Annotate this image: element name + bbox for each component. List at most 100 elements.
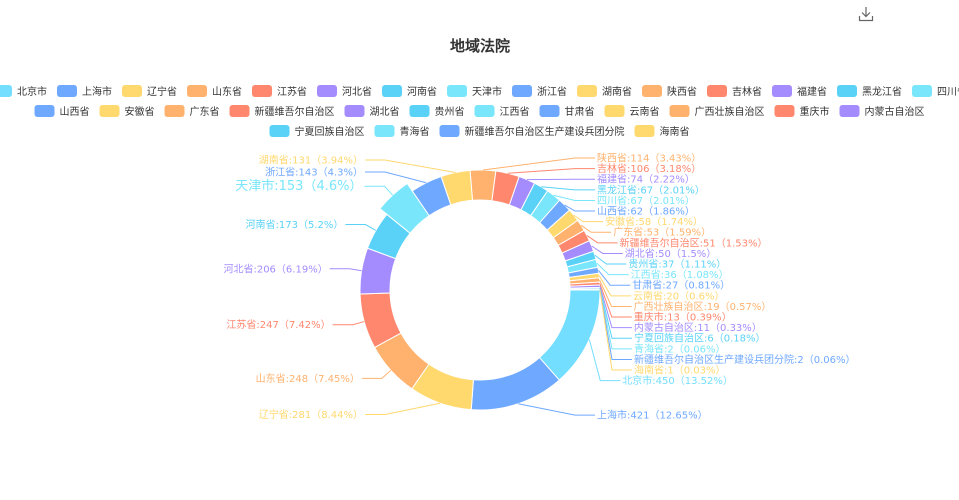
pie-slice[interactable] (538, 289, 601, 381)
leader-line (596, 262, 629, 276)
slice-label-value: 19 (707, 302, 720, 313)
legend-item[interactable]: 江西省 (474, 105, 530, 118)
pie-slice[interactable] (469, 169, 497, 202)
slice-label-pct-open: （ (678, 280, 688, 292)
legend-label: 河南省 (407, 85, 437, 98)
legend-label: 海南省 (660, 125, 690, 138)
slice-label-value: 248 (289, 374, 308, 385)
leader-line (365, 159, 456, 174)
legend-item[interactable]: 云南省 (604, 105, 660, 118)
legend-item[interactable]: 四川省 (912, 85, 959, 98)
slice-label-value: 20 (666, 291, 679, 302)
slice-label-pct-close: ） (685, 195, 695, 207)
slice-label-name: 四川省 (597, 194, 627, 207)
leader-line (599, 288, 632, 350)
slice-label-name: 江西省 (631, 268, 661, 281)
pie-slice[interactable] (470, 356, 560, 411)
legend-swatch (374, 125, 395, 137)
legend-item[interactable]: 海南省 (634, 125, 690, 138)
legend-item[interactable]: 江苏省 (252, 85, 307, 98)
slice-label-separator: : (627, 164, 630, 175)
legend-item[interactable]: 天津市 (447, 85, 502, 98)
legend-swatch (57, 85, 77, 97)
legend-item[interactable]: 贵州省 (409, 105, 465, 118)
slice-label-pct-close: ） (722, 312, 732, 324)
slice-label: 新疆维吾尔自治区生产建设兵团分院:2（0.06%） (634, 353, 856, 366)
slice-label-value: 50 (658, 249, 671, 260)
legend-label: 河北省 (342, 85, 372, 98)
slice-label: 辽宁省:281（8.44%） (259, 408, 363, 421)
slice-label-name: 甘肃省 (632, 279, 662, 292)
legend-item[interactable]: 浙江省 (512, 85, 567, 98)
slice-label-pct-open: （ (311, 409, 321, 421)
slice-label-name: 河北省 (223, 262, 253, 275)
slice-label-separator: : (627, 175, 630, 186)
legend-swatch (164, 105, 185, 117)
slice-label-pct-open: （ (804, 354, 814, 366)
slice-label-value: 173 (279, 220, 298, 231)
slice-label-separator: : (794, 355, 797, 366)
slice-label-pct-close: ） (349, 179, 362, 194)
legend-item[interactable]: 山西省 (34, 105, 90, 118)
legend-item[interactable]: 安徽省 (99, 105, 155, 118)
legend-item[interactable]: 上海市 (57, 85, 112, 98)
slice-label-pct-close: ） (691, 153, 701, 165)
slice-label-name: 海南省 (634, 364, 664, 377)
legend-swatch (0, 85, 12, 97)
legend-item[interactable]: 广东省 (164, 105, 220, 118)
legend: 北京市上海市辽宁省 山东省 江苏省 河北省 河南省天津市浙江省湖南省陕西省吉林省福建省黑… (0, 85, 959, 138)
leader-line (518, 403, 595, 416)
legend-item[interactable]: 内蒙古自治区 (839, 105, 925, 118)
slice-label-pct-close: ） (685, 206, 695, 218)
slice-label: 广东省:53（1.59%） (613, 226, 711, 239)
legend-item[interactable]: 河南省 (382, 85, 437, 98)
legend-item[interactable]: 湖北省 (344, 105, 400, 118)
slice-label-value: 114 (630, 154, 649, 165)
slice-label-name: 江苏省 (226, 318, 256, 331)
legend-item[interactable]: 新疆维吾尔自治区生产建设兵团分院 (439, 125, 625, 138)
legend-swatch (439, 125, 460, 137)
legend-item[interactable]: 福建省 (772, 85, 827, 98)
leader-line (345, 224, 377, 231)
slice-label-name: 北京市 (622, 374, 652, 387)
legend-item[interactable]: 吉林省 (707, 85, 762, 98)
legend-label: 广东省 (190, 105, 220, 118)
legend-item[interactable]: 山东省 (187, 85, 242, 98)
slice-label-pct: 0.06% (814, 355, 846, 366)
slice-label-separator: : (661, 270, 664, 281)
slice-label-name: 重庆市 (634, 311, 664, 324)
legend-item[interactable]: 宁夏回族自治区 (269, 125, 365, 138)
legend-item[interactable]: 陕西省 (642, 85, 697, 98)
leader-line (573, 214, 604, 223)
legend-label: 甘肃省 (565, 105, 595, 118)
slice-label-name: 黑龙江省 (597, 183, 637, 196)
legend-item[interactable]: 湖南省 (577, 85, 632, 98)
slice-label-pct-close: ） (353, 409, 363, 421)
legend-item[interactable]: 河北省 (317, 85, 372, 98)
legend-item[interactable]: 甘肃省 (539, 105, 595, 118)
slice-label-pct: 0.03% (684, 366, 716, 377)
legend-label: 江苏省 (277, 85, 307, 98)
slice-label-value: 1 (667, 366, 673, 377)
legend-item[interactable]: 新疆维吾尔自治区 (229, 105, 335, 118)
legend-label: 山东省 (212, 85, 242, 98)
legend-item[interactable]: 广西壮族自治区 (669, 105, 765, 118)
legend-item[interactable]: 北京市 (0, 85, 47, 98)
slice-label: 海南省:1（0.03%） (634, 364, 726, 377)
download-icon[interactable] (858, 6, 874, 22)
slice-label: 云南省:20（0.6%） (633, 289, 725, 302)
slice-label-pct-close: ） (752, 322, 762, 334)
leader-line (564, 204, 595, 212)
slice-label-pct-open: （ (651, 216, 661, 228)
legend-item[interactable]: 辽宁省 (122, 85, 177, 98)
legend-item[interactable]: 重庆市 (774, 105, 830, 118)
slice-label-name: 山西省 (597, 205, 627, 218)
legend-swatch (539, 105, 560, 117)
legend-label: 云南省 (630, 105, 660, 118)
legend-label: 青海省 (400, 125, 430, 138)
legend-item[interactable]: 青海省 (374, 125, 430, 138)
legend-item[interactable]: 黑龙江省 (837, 85, 902, 98)
legend-swatch (669, 105, 690, 117)
slice-label-separator: : (274, 179, 278, 194)
slice-label-value: 27 (666, 281, 679, 292)
